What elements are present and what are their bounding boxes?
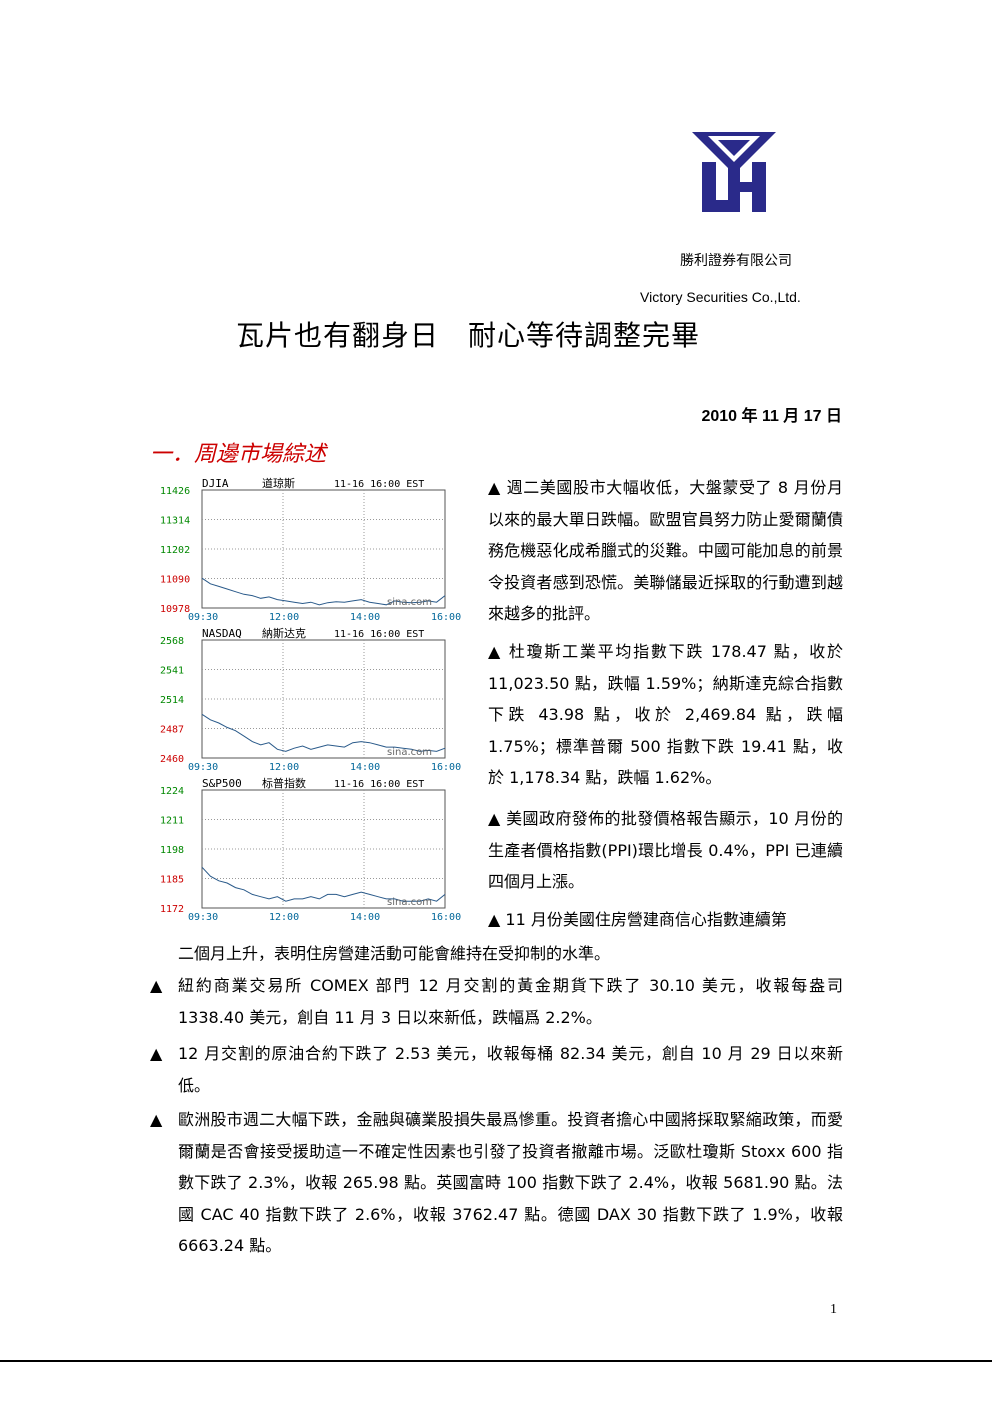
bullet-item: ▲ 歐洲股市週二大幅下跌，金融與礦業股損失最爲慘重。投資者擔心中國將採取緊縮政策… [150,1104,843,1262]
y-tick-label: 11314 [160,516,190,527]
y-tick-label: 2514 [160,695,184,706]
chart-djia: DJIA 道琼斯 11-16 16:00 EST 11426 11314 11202 110… [160,476,470,624]
news-paragraph-4: ▲ 11 月份美國住房營建商信心指數連續第 [488,910,787,929]
y-tick-label: 1172 [160,904,184,915]
chart-watermark: sina.com [387,897,432,908]
y-tick-label: 1185 [160,875,184,886]
y-tick-label: 11090 [160,575,190,586]
x-tick-label: 12:00 [269,612,299,623]
series-line [201,577,446,606]
chart-djia-svg: DJIA 道琼斯 11-16 16:00 EST 11426 11314 11202 110… [160,476,461,623]
chart-watermark: sina.com [387,597,432,608]
y-tick-label: 1198 [160,845,184,856]
news-paragraph-1: ▲ 週二美國股市大幅收低，大盤蒙受了 8 月份月以來的最大單日跌幅。歐盟官員努力… [488,478,843,623]
bullet-item: ▲ 紐約商業交易所 COMEX 部門 12 月交割的黃金期貨下跌了 30.10 … [150,970,843,1033]
x-tick-label: 09:30 [188,612,218,623]
chart-timestamp: 11-16 16:00 EST [334,629,424,640]
bullet-item: ▲ 12 月交割的原油合約下跌了 2.53 美元，收報每桶 82.34 美元，創… [150,1038,843,1101]
company-name-cn: 勝利證券有限公司 [680,253,792,269]
chart-sp500: S&P500 标普指数 11-16 16:00 EST 1224 1211 1198 118… [160,776,470,924]
chart-nasdaq: NASDAQ 納斯达克 11-16 16:00 EST 2568 2541 2514 248… [160,626,470,774]
x-tick-label: 12:00 [269,762,299,773]
y-tick-label: 2487 [160,725,184,736]
report-title: 瓦片也有翻身日 耐心等待調整完畢 [235,319,700,352]
chart-sp500-svg: S&P500 标普指数 11-16 16:00 EST 1224 1211 1198 118… [160,776,461,923]
chart-title-cn: 标普指数 [262,776,306,790]
y-tick-label: 10978 [160,604,190,615]
chart-timestamp: 11-16 16:00 EST [334,479,424,490]
y-tick-label: 11426 [160,486,190,497]
bullet-text: 12 月交割的原油合約下跌了 2.53 美元，收報每桶 82.34 美元，創自 … [178,1044,843,1095]
bullet-text: 歐洲股市週二大幅下跌，金融與礦業股損失最爲慘重。投資者擔心中國將採取緊縮政策，而… [178,1110,843,1255]
y-tick-label: 11202 [160,545,190,556]
x-tick-label: 16:00 [431,612,461,623]
x-tick-label: 16:00 [431,762,461,773]
x-tick-label: 14:00 [350,912,380,923]
x-tick-label: 09:30 [188,912,218,923]
news-paragraph-3: ▲ 美國政府發佈的批發價格報告顯示，10 月份的生產者價格指數(PPI)環比增長… [488,809,843,891]
series-line [201,713,446,752]
y-tick-label: 1224 [160,786,184,797]
news-paragraph-4-continued: 二個月上升，表明住房營建活動可能會維持在受抑制的水準。 [178,944,611,963]
report-date: 2010 年 11 月 17 日 [701,408,842,425]
company-name-en: Victory Securities Co.,Ltd. [640,289,801,305]
page-number: 1 [830,1302,837,1317]
chart-title: NASDAQ [202,627,242,640]
bullet-marker: ▲ [150,1110,163,1129]
section-heading: 一．周邊市場綜述 [150,442,327,467]
news-paragraph-2: ▲ 杜瓊斯工業平均指數下跌 178.47 點，收於 11,023.50 點，跌幅… [488,642,843,787]
x-tick-label: 09:30 [188,762,218,773]
series-line [201,866,446,902]
chart-watermark: sina.com [387,747,432,758]
chart-timestamp: 11-16 16:00 EST [334,779,424,790]
footer-rule [0,1360,992,1362]
bullet-marker: ▲ [150,976,163,995]
company-logo [688,128,780,220]
y-tick-label: 2541 [160,666,184,677]
bullet-text: 紐約商業交易所 COMEX 部門 12 月交割的黃金期貨下跌了 30.10 美元… [178,976,843,1027]
x-tick-label: 14:00 [350,762,380,773]
bullet-marker: ▲ [150,1044,163,1063]
y-tick-label: 2568 [160,636,184,647]
y-tick-label: 2460 [160,754,184,765]
chart-title: S&P500 [202,777,242,790]
x-tick-label: 12:00 [269,912,299,923]
x-tick-label: 14:00 [350,612,380,623]
y-tick-label: 1211 [160,816,184,827]
chart-title-cn: 納斯达克 [262,627,306,640]
chart-nasdaq-svg: NASDAQ 納斯达克 11-16 16:00 EST 2568 2541 2514 248… [160,627,461,773]
x-tick-label: 16:00 [431,912,461,923]
chart-title-cn: 道琼斯 [262,476,295,490]
chart-title: DJIA [202,477,229,490]
